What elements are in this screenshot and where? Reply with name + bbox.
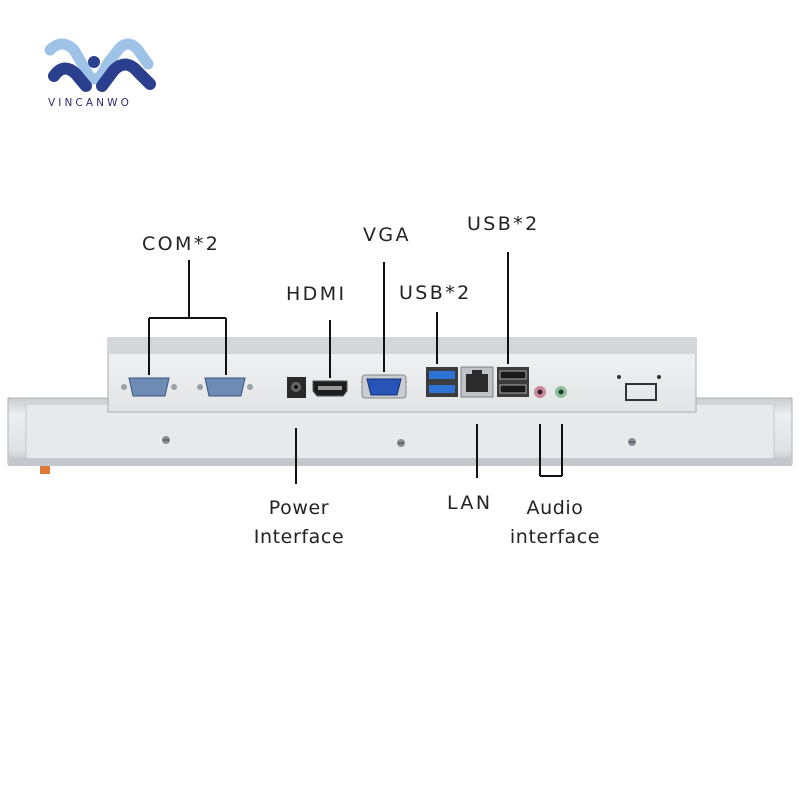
usb2-port-icon <box>497 367 529 397</box>
power-button-icon <box>617 375 661 401</box>
leader-lines <box>148 252 563 484</box>
lan-port-icon <box>460 366 494 398</box>
label-power-interface: Power Interface <box>240 494 358 552</box>
label-com: COM*2 <box>142 233 221 255</box>
label-audio-line1: Audio <box>526 497 584 519</box>
label-power-line2: Interface <box>253 526 345 548</box>
vga-port-icon <box>361 374 407 399</box>
label-vga: VGA <box>363 224 411 246</box>
label-hdmi: HDMI <box>286 283 347 305</box>
label-usb-mid: USB*2 <box>399 282 472 304</box>
vincanwo-logo-icon <box>44 38 156 92</box>
hdmi-port-icon <box>312 380 348 397</box>
com-port-icon <box>121 377 177 397</box>
brand-name: VINCANWO <box>48 97 132 109</box>
label-audio-line2: interface <box>509 526 601 548</box>
dc-power-jack-icon <box>287 377 306 398</box>
usb3-port-icon <box>426 367 458 397</box>
audio-jack-icon <box>534 386 567 398</box>
label-power-line1: Power <box>268 497 330 519</box>
com-port-icon <box>197 377 253 397</box>
label-lan: LAN <box>447 492 493 514</box>
screw-icon <box>162 436 636 447</box>
label-audio-interface: Audio interface <box>500 494 610 552</box>
label-usb-top: USB*2 <box>467 213 540 235</box>
